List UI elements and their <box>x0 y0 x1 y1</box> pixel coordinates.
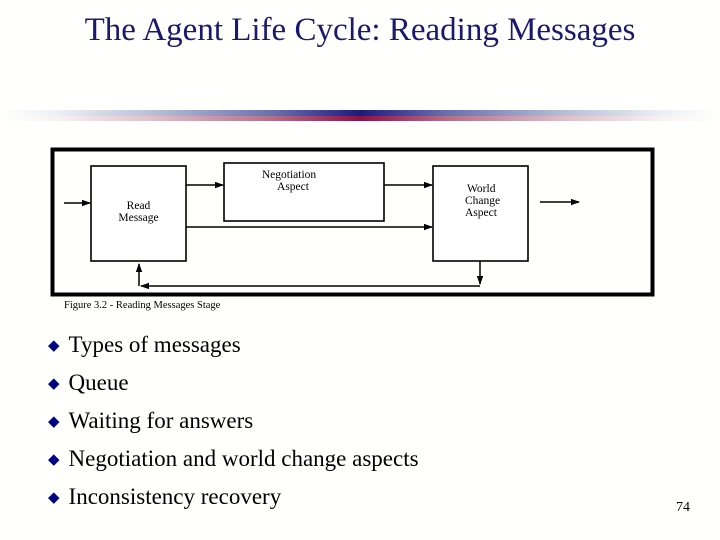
diagram-outer-frame <box>50 147 655 297</box>
title-divider <box>0 110 720 123</box>
figure-caption: Figure 3.2 - Reading Messages Stage <box>64 300 221 311</box>
list-item: ◆ Queue <box>48 370 668 408</box>
bullet-list: ◆ Types of messages ◆ Queue ◆ Waiting fo… <box>48 332 668 522</box>
box-negotiation-aspect-label-line-1: Negotiation <box>262 169 317 181</box>
divider-band-blue <box>0 110 720 116</box>
box-read-message-label-line-2: Message <box>118 212 158 224</box>
list-item: ◆ Waiting for answers <box>48 408 668 446</box>
list-item-label: Queue <box>68 370 129 395</box>
box-negotiation-aspect-label-line-2: Aspect <box>277 181 310 193</box>
figure-diagram: Read Message Negotiation Aspect World Ch… <box>50 145 670 325</box>
box-negotiation-aspect <box>223 162 385 222</box>
list-item: ◆ Negotiation and world change aspects <box>48 446 668 484</box>
page-title: The Agent Life Cycle: Reading Messages <box>84 12 636 48</box>
diamond-bullet-icon: ◆ <box>48 338 60 354</box>
list-item: ◆ Types of messages <box>48 332 668 370</box>
box-world-change-aspect-label-line-1: World <box>467 183 496 195</box>
list-item-label: Waiting for answers <box>68 408 254 433</box>
diamond-bullet-icon: ◆ <box>48 490 60 506</box>
list-item-label: Types of messages <box>68 332 241 357</box>
diamond-bullet-icon: ◆ <box>48 452 60 468</box>
box-world-change-aspect-label-line-2: Change <box>465 195 500 207</box>
diamond-bullet-icon: ◆ <box>48 414 60 430</box>
box-read-message <box>90 165 187 262</box>
box-read-message-label-line-1: Read <box>127 200 151 212</box>
page-number: 74 <box>676 500 690 515</box>
figure-svg: Read Message Negotiation Aspect World Ch… <box>50 147 655 297</box>
diamond-bullet-icon: ◆ <box>48 376 60 392</box>
list-item-label: Negotiation and world change aspects <box>68 446 419 471</box>
box-world-change-aspect <box>432 165 529 262</box>
list-item: ◆ Inconsistency recovery <box>48 484 668 522</box>
divider-band-maroon <box>0 116 720 121</box>
box-world-change-aspect-label-line-3: Aspect <box>465 207 498 219</box>
list-item-label: Inconsistency recovery <box>68 484 282 509</box>
